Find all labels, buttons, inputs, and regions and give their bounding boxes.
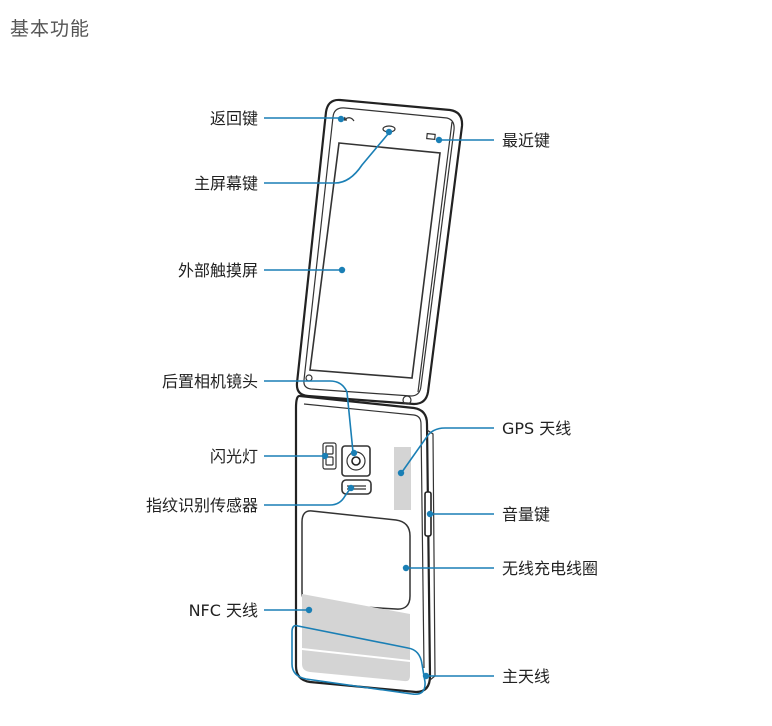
label-external-touchscreen: 外部触摸屏: [178, 261, 258, 280]
label-gps-antenna: GPS 天线: [502, 419, 571, 438]
leader-lines: [264, 115, 494, 680]
label-wireless-charging-coil: 无线充电线圈: [502, 559, 598, 578]
back-key-icon: [343, 116, 355, 122]
label-flash: 闪光灯: [210, 447, 258, 466]
label-volume-key: 音量键: [502, 505, 550, 524]
main-antenna-outline: [291, 624, 426, 696]
external-screen: [309, 142, 441, 379]
section-title: 基本功能: [10, 18, 91, 40]
gps-antenna-area: [394, 447, 411, 510]
recent-key-icon: [426, 132, 436, 141]
wireless-charging-coil: [301, 510, 411, 610]
label-recent-key: 最近键: [502, 131, 550, 150]
label-fingerprint-sensor: 指纹识别传感器: [146, 496, 258, 515]
label-back-key: 返回键: [210, 109, 258, 128]
label-home-key: 主屏幕键: [194, 174, 258, 193]
label-nfc-antenna: NFC 天线: [189, 601, 258, 620]
phone-base: [291, 394, 436, 696]
phone-lid: [295, 98, 464, 406]
label-main-antenna: 主天线: [502, 667, 550, 686]
label-rear-camera: 后置相机镜头: [162, 372, 258, 391]
